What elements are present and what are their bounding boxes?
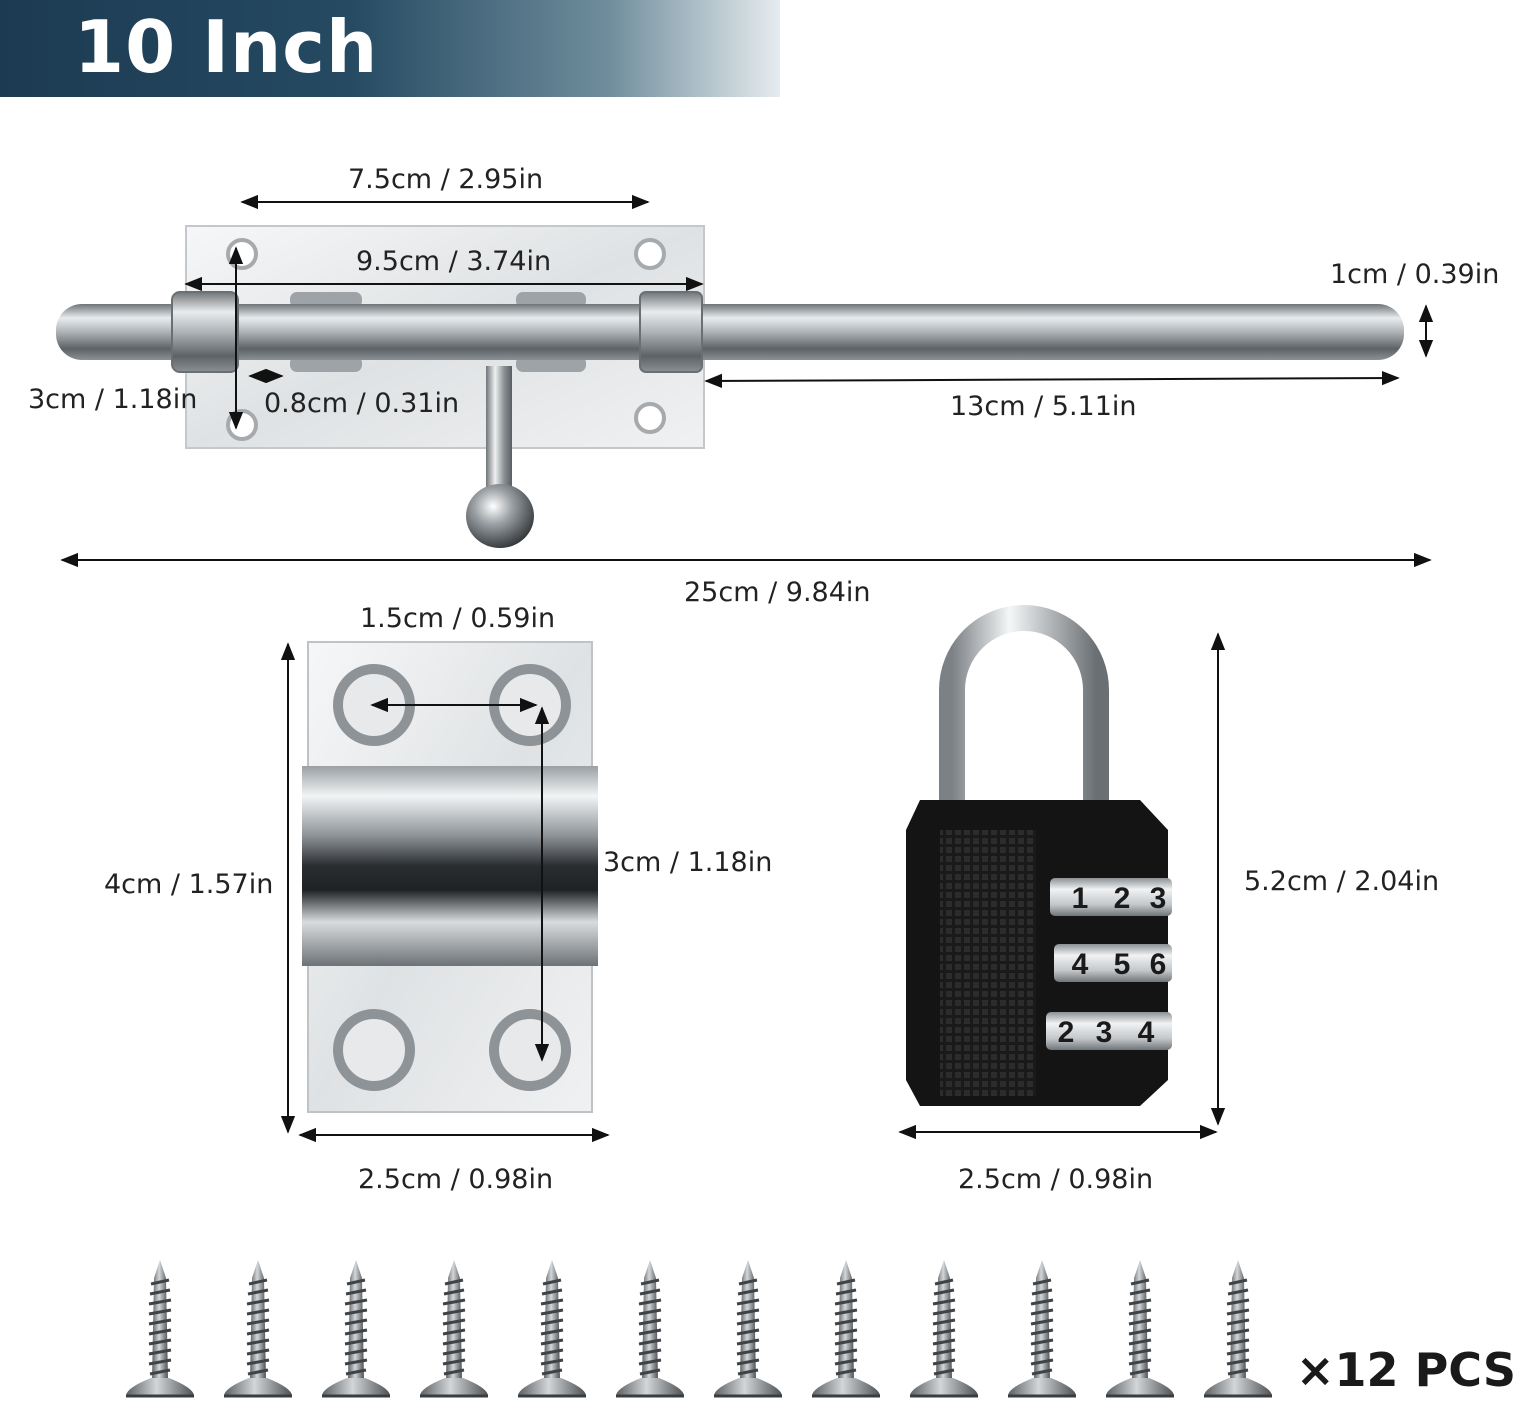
dial-row-3[interactable]: 2 3 4 [1046,1012,1172,1050]
screw [908,1258,980,1398]
bolt-keeper [302,641,598,1113]
screw [614,1258,686,1398]
dial-digit: 1 [1072,882,1089,915]
screw [124,1258,196,1398]
screw [712,1258,784,1398]
padlock-width-label: 2.5cm / 0.98in [958,1164,1154,1195]
keeper-width-label: 2.5cm / 0.98in [358,1164,554,1195]
screw [222,1258,294,1398]
bolt-edge-offset-label: 0.8cm / 0.31in [264,388,460,419]
page-title: 10 Inch [74,5,379,89]
dial-digit: 5 [1114,948,1131,981]
screw [1104,1258,1176,1398]
screw [1202,1258,1274,1398]
padlock-height-label: 5.2cm / 2.04in [1244,866,1440,897]
dial-digit: 3 [1150,882,1167,915]
bolt-plate-height-label: 3cm / 1.18in [28,384,198,415]
header-banner: 10 Inch [0,0,780,97]
bolt-plate-length-label: 9.5cm / 3.74in [356,246,552,277]
barrel-bolt [56,225,1404,548]
screw [516,1258,588,1398]
dial-row-1[interactable]: 1 2 3 [1050,878,1172,916]
bolt-total-length-label: 25cm / 9.84in [684,577,871,608]
bolt-hole-spacing-label: 7.5cm / 2.95in [348,164,544,195]
dial-digit: 2 [1058,1016,1075,1049]
bolt-rod-extension-label: 13cm / 5.11in [950,391,1137,422]
screw [810,1258,882,1398]
dial-row-2[interactable]: 4 5 6 [1054,944,1172,982]
keeper-hole-vertical-label: 3cm / 1.18in [603,847,773,878]
dial-digit: 3 [1096,1016,1113,1049]
screw [1006,1258,1078,1398]
keeper-height-label: 4cm / 1.57in [104,869,274,900]
dial-digit: 2 [1114,882,1131,915]
screw [320,1258,392,1398]
dial-digit: 4 [1072,948,1089,981]
screw-row [124,1258,1274,1398]
keeper-hole-spacing-label: 1.5cm / 0.59in [360,603,556,634]
dial-digit: 4 [1138,1016,1155,1049]
screw [418,1258,490,1398]
screw-count-label: ×12 PCS [1296,1343,1516,1397]
bolt-rod-diameter-label: 1cm / 0.39in [1330,259,1500,290]
dial-digit: 6 [1150,948,1167,981]
combination-padlock: 1 2 3 4 5 6 2 3 4 [906,605,1172,1106]
